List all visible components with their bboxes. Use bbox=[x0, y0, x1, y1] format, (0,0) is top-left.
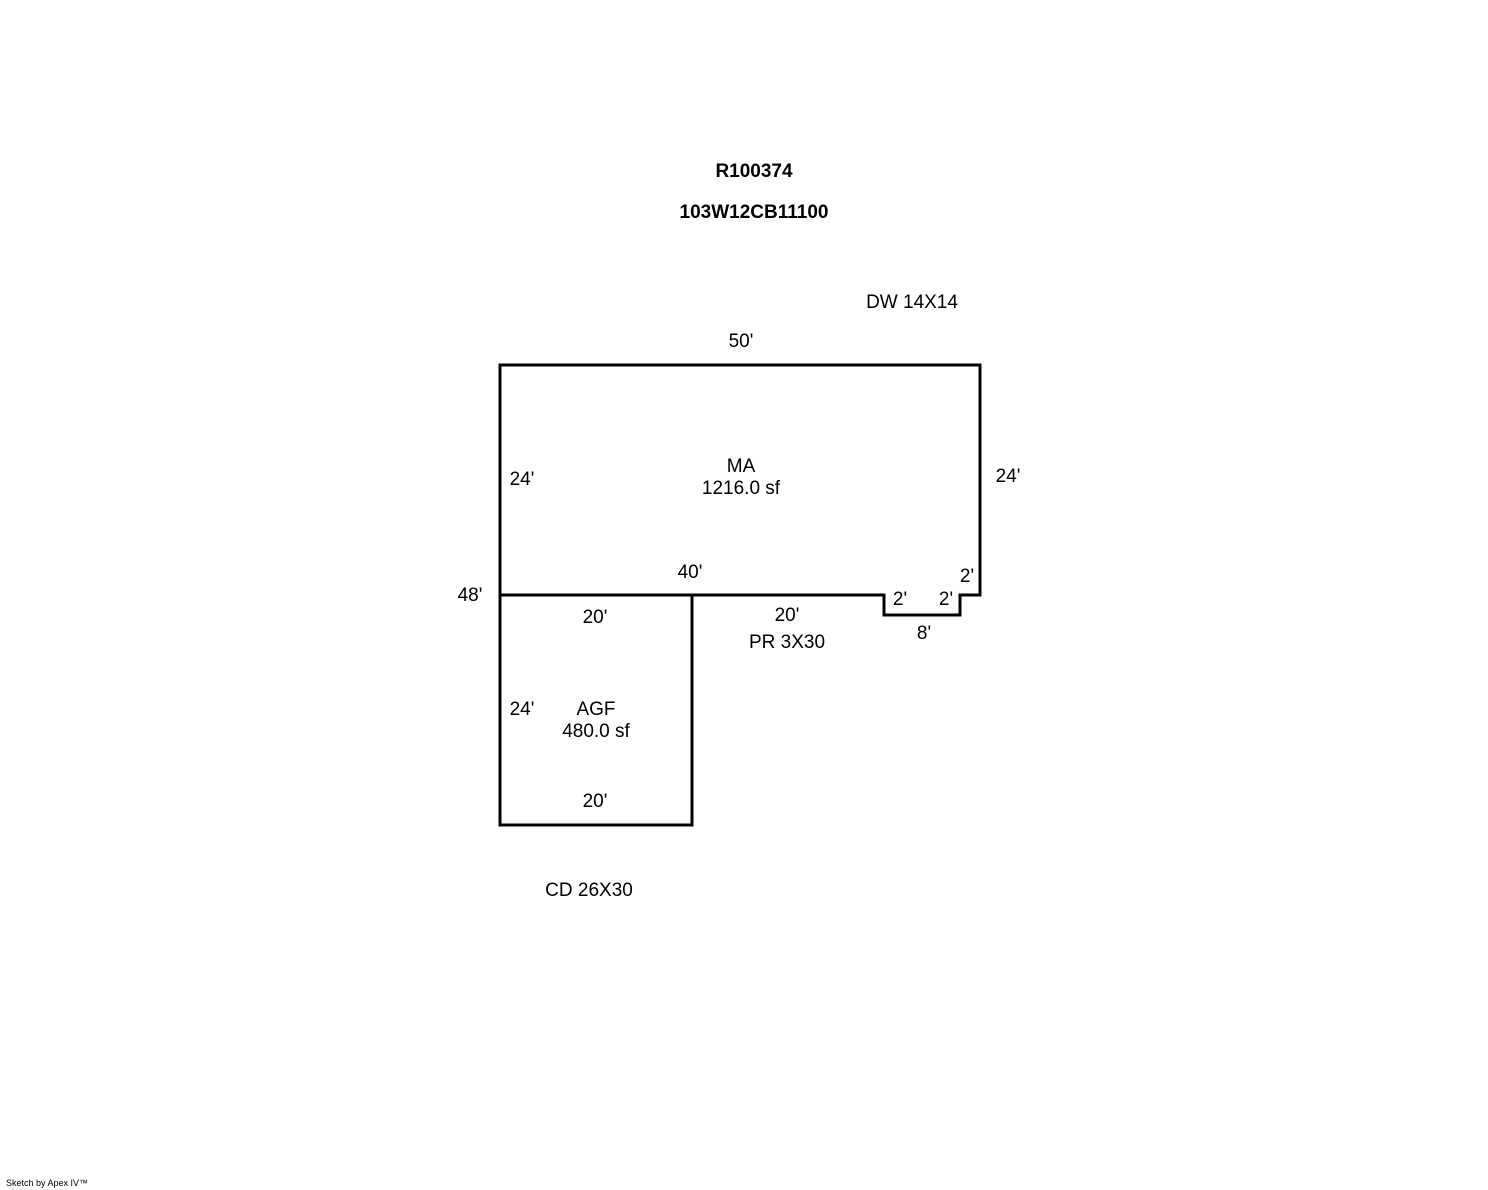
pr-label: PR 3X30 bbox=[748, 632, 826, 653]
dw-label: DW 14X14 bbox=[866, 292, 958, 313]
dim-pr-length: 20' bbox=[774, 605, 800, 626]
ma-area: 1216.0 sf bbox=[701, 478, 781, 499]
map-number: 103W12CB11100 bbox=[679, 202, 829, 223]
parcel-id: R100374 bbox=[715, 161, 793, 182]
dim-bump-left: 2' bbox=[892, 589, 908, 610]
agf-name: AGF bbox=[576, 699, 616, 720]
ma-name: MA bbox=[726, 456, 756, 477]
dim-step-right: 2' bbox=[959, 566, 975, 587]
dim-ma-right: 24' bbox=[995, 466, 1021, 487]
dim-ma-bottom: 40' bbox=[677, 562, 703, 583]
dim-agf-left: 24' bbox=[509, 699, 535, 720]
dim-overall-left: 48' bbox=[457, 585, 483, 606]
dim-bump-bottom: 8' bbox=[916, 623, 932, 644]
dim-ma-top: 50' bbox=[728, 331, 754, 352]
agf-outline bbox=[498, 593, 694, 827]
footer-credit: Sketch by Apex IV™ bbox=[6, 1178, 89, 1188]
agf-area: 480.0 sf bbox=[562, 721, 630, 742]
cd-label: CD 26X30 bbox=[545, 880, 633, 901]
dim-ma-left: 24' bbox=[509, 469, 535, 490]
dim-agf-bottom: 20' bbox=[582, 791, 608, 812]
dim-bump-right: 2' bbox=[938, 589, 954, 610]
dim-agf-top: 20' bbox=[582, 607, 608, 628]
